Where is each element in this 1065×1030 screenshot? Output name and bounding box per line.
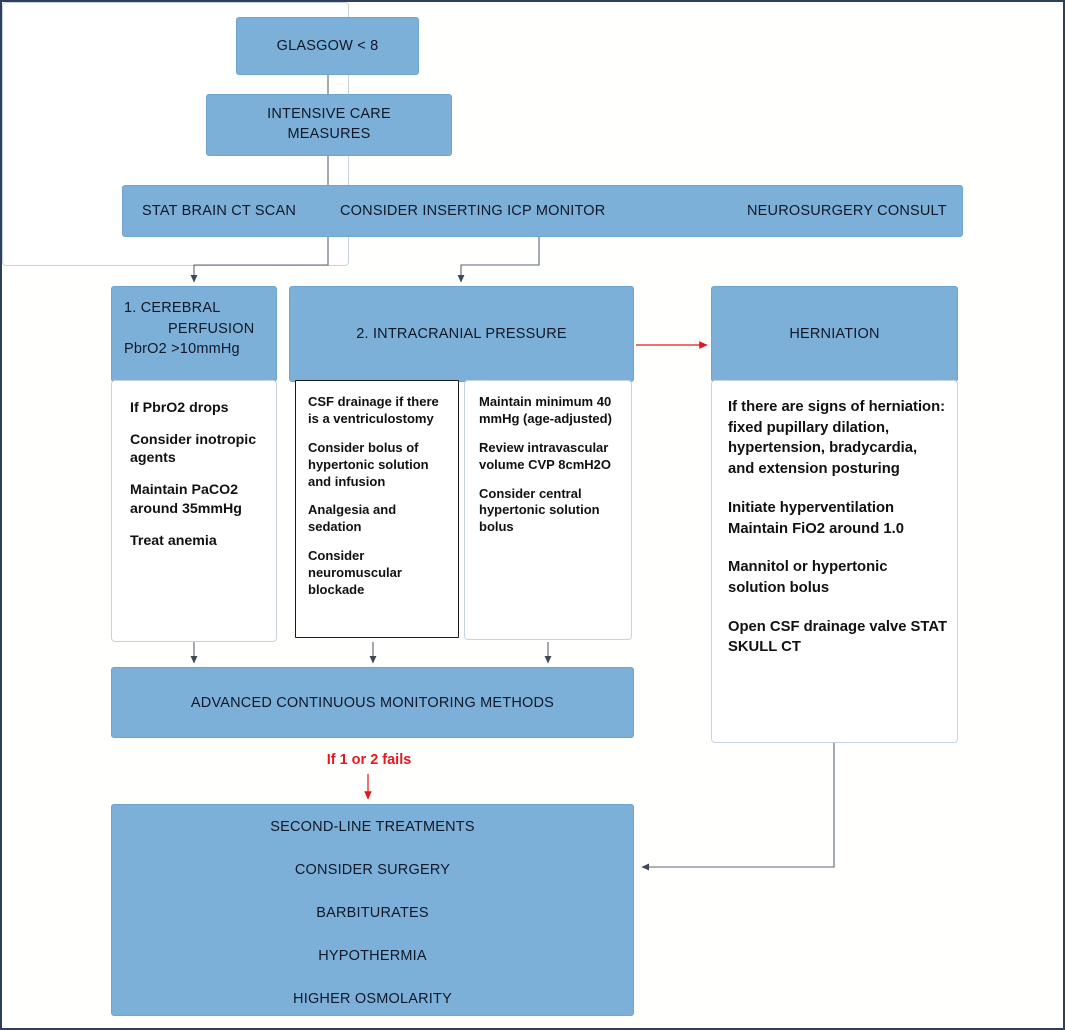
icp-a-item-3: Consider neuromuscular blockade	[308, 548, 402, 598]
cerebral-header-line1: 1. CEREBRAL	[124, 300, 221, 316]
herniation-item-3: Open CSF drainage valve STAT SKULL CT	[728, 618, 947, 656]
node-glasgow-label: GLASGOW < 8	[276, 38, 379, 54]
second-line-item-1: CONSIDER SURGERY	[294, 862, 451, 878]
second-line-item-4: HIGHER OSMOLARITY	[293, 991, 452, 1007]
icp-b-item-0: Maintain minimum 40 mmHg (age-adjusted)	[479, 394, 612, 426]
panel-icp-column-b: Maintain minimum 40 mmHg (age-adjusted) …	[464, 380, 632, 640]
herniation-item-1: Initiate hyperventilation Maintain FiO2 …	[728, 499, 904, 537]
bar-initial-triage[interactable]: STAT BRAIN CT SCAN CONSIDER INSERTING IC…	[122, 185, 963, 237]
header-cerebral-perfusion[interactable]: 1. CEREBRAL PERFUSION PbrO2 >10mmHg	[111, 286, 277, 382]
icp-a-item-0: CSF drainage if there is a ventriculosto…	[308, 394, 439, 426]
second-line-item-3: HYPOTHERMIA	[318, 948, 427, 964]
cerebral-item-0: If PbrO2 drops	[130, 400, 229, 416]
node-icu-label-line1: INTENSIVE CARE	[267, 106, 391, 123]
cerebral-item-1: Consider inotropic agents	[130, 431, 257, 467]
icp-header-label: 2. INTRACRANIAL PRESSURE	[356, 326, 567, 342]
bar-advanced-monitoring[interactable]: ADVANCED CONTINUOUS MONITORING METHODS	[111, 667, 634, 738]
cerebral-item-3: Treat anemia	[130, 532, 217, 549]
second-line-item-2: BARBITURATES	[316, 905, 429, 921]
icp-b-item-1: Review intravascular volume CVP 8cmH2O	[479, 439, 611, 472]
panel-icp-column-a: CSF drainage if there is a ventriculosto…	[295, 380, 459, 638]
cerebral-item-2: Maintain PaCO2 around 35mmHg	[130, 482, 242, 517]
wire-herniation-to-secondline	[641, 743, 835, 871]
icp-a-item-1: Consider bolus of hypertonic solution an…	[308, 439, 429, 489]
wire-triage-to-icp	[457, 237, 540, 283]
cerebral-header-line2: PERFUSION	[168, 320, 255, 337]
herniation-header-label: HERNIATION	[789, 326, 880, 342]
header-intracranial-pressure[interactable]: 2. INTRACRANIAL PRESSURE	[289, 286, 634, 382]
triage-consider-icp-monitor[interactable]: CONSIDER INSERTING ICP MONITOR	[340, 203, 606, 219]
node-icu-label-line2: MEASURES	[287, 126, 371, 142]
label-if-1-or-2-fails: If 1 or 2 fails	[326, 752, 412, 768]
bar-second-line-treatments[interactable]: SECOND-LINE TREATMENTS CONSIDER SURGERY …	[111, 804, 634, 1016]
node-glasgow-score[interactable]: GLASGOW < 8	[236, 17, 419, 75]
herniation-item-0: If there are signs of herniation: fixed …	[728, 399, 946, 478]
node-intensive-care-measures[interactable]: INTENSIVE CARE MEASURES	[206, 94, 452, 156]
icp-b-item-2: Consider central hypertonic solution bol…	[479, 485, 600, 535]
herniation-item-2: Mannitol or hypertonic solution bolus	[728, 559, 888, 596]
second-line-item-0: SECOND-LINE TREATMENTS	[270, 819, 475, 835]
panel-cerebral-perfusion: If PbrO2 drops Consider inotropic agents…	[111, 380, 277, 642]
advanced-monitoring-label: ADVANCED CONTINUOUS MONITORING METHODS	[190, 694, 555, 711]
panel-herniation: If there are signs of herniation: fixed …	[711, 380, 958, 743]
triage-stat-brain-ct-scan[interactable]: STAT BRAIN CT SCAN	[142, 203, 296, 219]
icp-a-item-2: Analgesia and sedation	[308, 502, 397, 535]
header-herniation[interactable]: HERNIATION	[711, 286, 958, 382]
triage-neurosurgery-consult[interactable]: NEUROSURGERY CONSULT	[747, 203, 947, 219]
cerebral-header-line3: PbrO2 >10mmHg	[124, 341, 240, 358]
